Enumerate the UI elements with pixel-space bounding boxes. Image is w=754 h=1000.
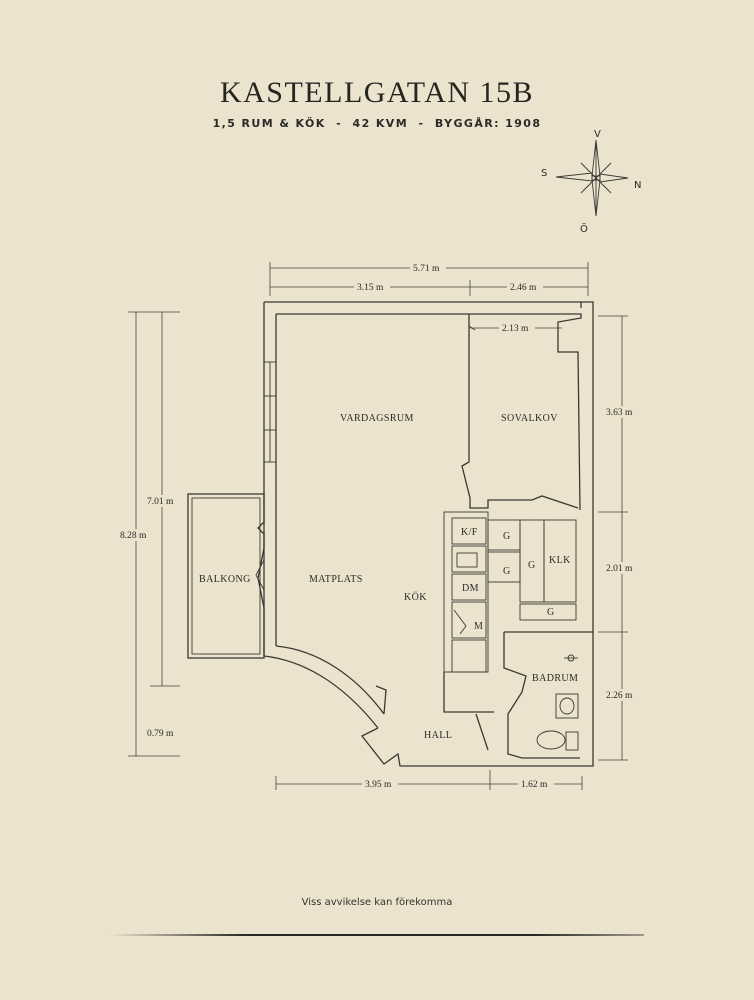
sovalkov-wall xyxy=(461,314,579,509)
dim-left-inner-height: 7.01 m xyxy=(147,497,174,507)
dim-top-total: 5.71 m xyxy=(413,264,440,274)
room-label-g3: G xyxy=(528,560,536,571)
room-label-sovalkov: SOVALKOV xyxy=(501,413,558,424)
dim-top-right: 2.46 m xyxy=(510,283,537,293)
dim-left-bottom: 0.79 m xyxy=(147,729,174,739)
room-label-g1: G xyxy=(503,531,511,542)
room-label-vardagsrum: VARDAGSRUM xyxy=(340,413,414,424)
dim-top-left: 3.15 m xyxy=(357,283,384,293)
window-marks xyxy=(264,361,276,463)
dim-right-sovalkov: 3.63 m xyxy=(606,408,633,418)
closets xyxy=(487,519,577,621)
room-label-g2: G xyxy=(503,566,511,577)
page-title: KASTELLGATAN 15B xyxy=(219,76,535,109)
dimension-lines xyxy=(128,262,628,790)
room-label-kok: KÖK xyxy=(404,591,427,603)
balcony xyxy=(187,493,265,659)
dim-bottom-right: 1.62 m xyxy=(521,780,548,790)
compass-icon xyxy=(555,139,629,217)
room-label-matplats: MATPLATS xyxy=(309,574,363,585)
kitchen-units xyxy=(443,511,489,673)
disclaimer-note: Viss avvikelse kan förekomma xyxy=(301,897,453,908)
outer-walls xyxy=(257,301,594,767)
dim-right-badrum: 2.26 m xyxy=(606,691,633,701)
dim-sovalkov-width: 2.13 m xyxy=(502,324,529,334)
room-label-hall: HALL xyxy=(424,730,452,741)
room-label-g4: G xyxy=(547,607,555,618)
room-label-m: M xyxy=(474,621,483,632)
compass-south-label: S xyxy=(541,168,547,179)
compass-east-label: Ö xyxy=(580,222,588,235)
compass-west-label: V xyxy=(594,129,601,140)
room-label-kf: K/F xyxy=(461,527,478,538)
compass-north-label: N xyxy=(634,180,641,191)
room-label-badrum: BADRUM xyxy=(532,673,578,684)
room-label-balkong: BALKONG xyxy=(199,574,251,585)
dim-right-middle: 2.01 m xyxy=(606,564,633,574)
page-subtitle: 1,5 RUM & KÖK - 42 KVM - BYGGÅR: 1908 xyxy=(212,117,542,130)
dim-left-total-height: 8.28 m xyxy=(120,531,147,541)
room-label-klk: KLK xyxy=(549,555,571,566)
footer-divider xyxy=(110,934,644,936)
room-label-dm: DM xyxy=(462,583,479,594)
bathroom-walls xyxy=(443,631,593,759)
dim-bottom-left: 3.95 m xyxy=(365,780,392,790)
